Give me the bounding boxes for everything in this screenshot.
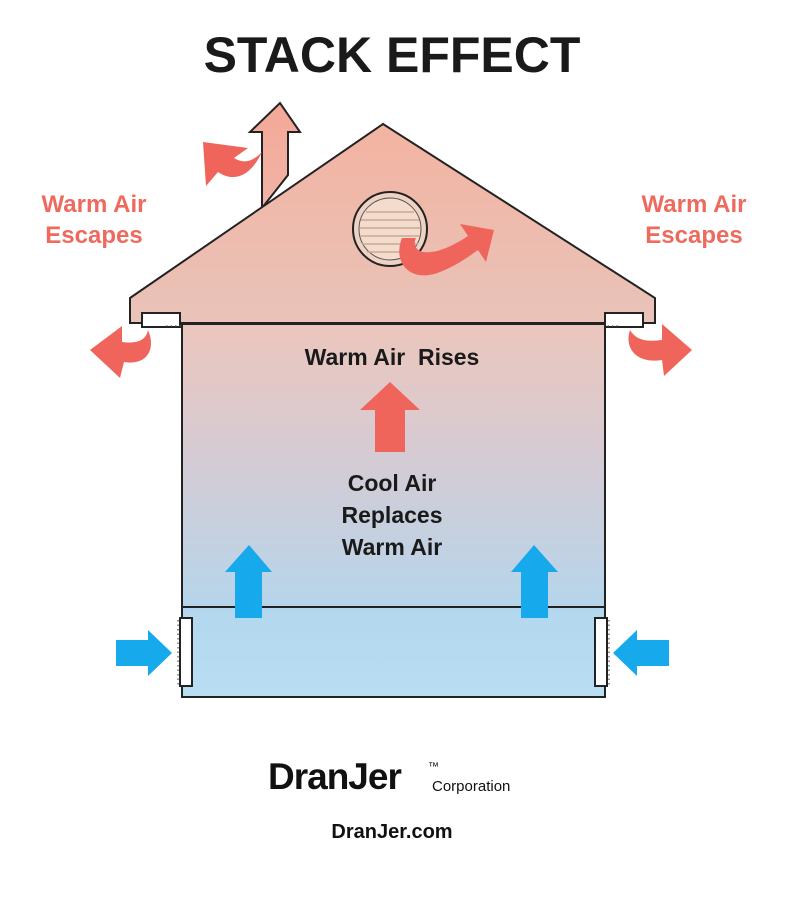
warm-air-escapes-right-label: Warm Air Escapes	[642, 191, 747, 249]
left-eave	[141, 312, 182, 328]
svg-text:Escapes: Escapes	[645, 222, 742, 249]
warm-air-curved-arrow-icon	[399, 224, 494, 276]
svg-text:Escapes: Escapes	[45, 222, 142, 249]
left-basement-vent	[177, 617, 193, 687]
cool-air-right-arrow-icon	[116, 630, 172, 676]
cool-air-up-arrow-icon	[511, 545, 558, 618]
right-eave	[603, 312, 644, 328]
brand-trademark: ™	[428, 761, 439, 773]
brand-logo: DranJer ™ Corporation	[268, 756, 510, 797]
warm-air-curved-arrow-icon	[90, 326, 151, 378]
brand-website: DranJer.com	[331, 821, 452, 843]
page-title: STACK EFFECT	[204, 27, 581, 83]
svg-text:Cool Air: Cool Air	[348, 470, 437, 496]
brand-suffix: Corporation	[432, 778, 510, 795]
warm-air-rises-label: Warm Air Rises	[305, 344, 480, 370]
svg-text:Warm Air: Warm Air	[342, 534, 443, 560]
warm-air-up-arrow-icon	[360, 382, 420, 452]
basement	[181, 606, 606, 698]
chimney-arrow-icon	[247, 101, 302, 211]
warm-air-curved-arrow-icon	[203, 142, 262, 186]
svg-text:Warm Air: Warm Air	[42, 191, 147, 218]
brand-name: DranJer	[268, 756, 401, 797]
cool-air-up-arrow-icon	[225, 545, 272, 618]
svg-text:Replaces: Replaces	[341, 502, 442, 528]
warm-air-curved-arrow-icon	[628, 324, 692, 376]
cool-air-replaces-label: Cool Air Replaces Warm Air	[341, 470, 442, 560]
warm-air-escapes-left-label: Warm Air Escapes	[42, 191, 147, 249]
right-basement-vent	[594, 617, 610, 687]
cool-air-left-arrow-icon	[613, 630, 669, 676]
svg-text:Warm Air: Warm Air	[642, 191, 747, 218]
